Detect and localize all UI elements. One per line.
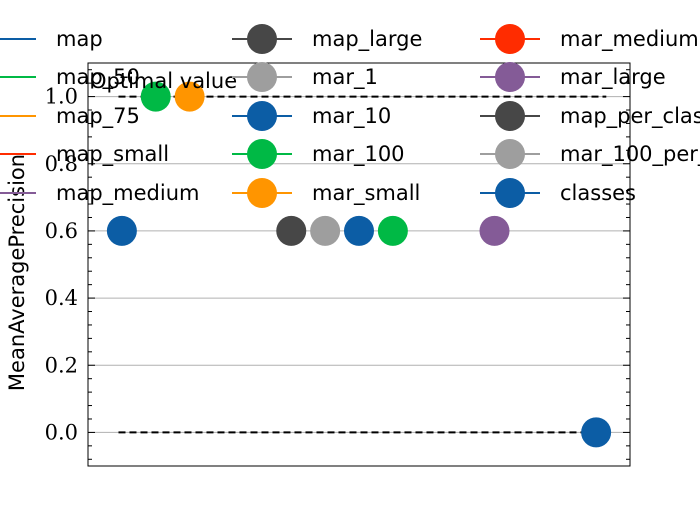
legend-label: map_small [56, 142, 169, 167]
legend-marker [495, 101, 525, 131]
legend-label: mar_small [312, 181, 420, 206]
y-tick-label: 0.0 [45, 420, 78, 444]
legend-marker [247, 62, 277, 92]
legend-label: map_per_class [560, 104, 700, 129]
legend-label: mar_100_per_class [560, 142, 700, 167]
legend-label: map_large [312, 27, 422, 52]
legend-label: map_75 [56, 104, 140, 129]
data-point-classes [581, 417, 612, 448]
legend-label: mar_1 [312, 65, 378, 90]
legend-label: classes [560, 181, 636, 205]
legend-marker [247, 139, 277, 169]
legend-marker [495, 139, 525, 169]
data-point-mar-100 [377, 215, 408, 246]
y-tick-label: 0.8 [45, 152, 78, 176]
optimal-value-label: Optimal value [90, 69, 237, 93]
legend-label: map_50 [56, 65, 140, 90]
data-point-map-50 [140, 81, 171, 112]
y-axis-label: MeanAveragePrecision [5, 154, 29, 391]
data-point-mar-1 [310, 215, 341, 246]
y-tick-label: 0.4 [45, 286, 78, 310]
legend-label: mar_medium [560, 27, 699, 52]
legend-label: mar_100 [312, 142, 405, 167]
legend-marker [495, 178, 525, 208]
legend: map map_50 map_75 map_small map_medium map_la… [0, 24, 700, 208]
y-tick-label: 1.0 [45, 85, 78, 109]
data-points [106, 81, 612, 448]
y-tick-label: 0.6 [45, 219, 78, 243]
data-point-mar-10 [344, 215, 374, 246]
legend-label: mar_large [560, 65, 666, 90]
legend-label: mar_10 [312, 104, 391, 129]
data-point-map-75 [174, 81, 205, 112]
legend-marker [247, 24, 277, 54]
plot-frame [87, 62, 631, 467]
legend-marker [495, 62, 525, 92]
data-point-map [106, 215, 137, 246]
legend-marker [247, 178, 277, 208]
data-point-mar-large [479, 215, 510, 246]
legend-label: map_medium [56, 181, 199, 206]
data-point-map-large [276, 215, 307, 246]
y-tick-label: 0.2 [45, 353, 78, 377]
y-axis-ticks: 0.0 0.2 0.4 0.6 0.8 1.0 [45, 69, 630, 460]
legend-label: map [56, 27, 103, 51]
legend-marker [247, 101, 277, 131]
legend-marker [495, 24, 525, 54]
